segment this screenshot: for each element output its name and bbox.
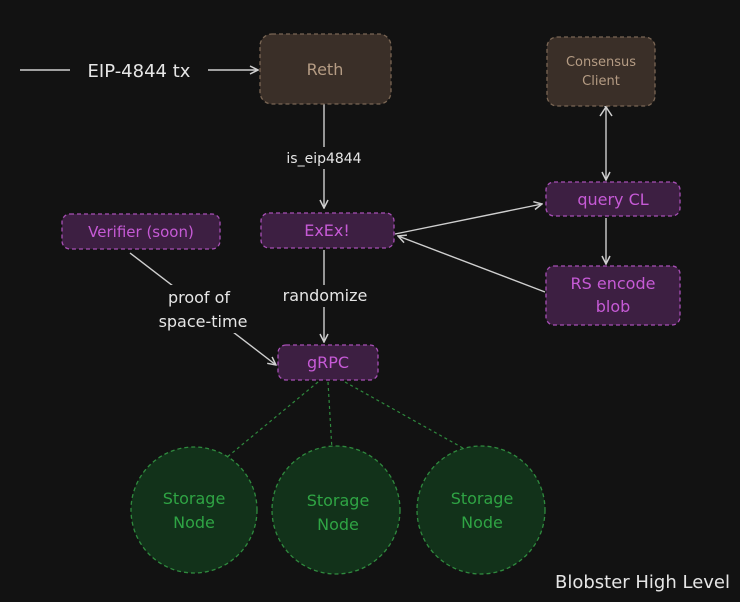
node-query-cl-label: query CL bbox=[577, 190, 648, 209]
link-grpc-storage2 bbox=[327, 381, 333, 451]
edge-exex-querycl bbox=[394, 204, 542, 235]
edge-label-proof-line1: proof of bbox=[168, 288, 230, 307]
label-mask-proof bbox=[150, 285, 260, 333]
node-storage-1-line1: Storage bbox=[163, 489, 226, 508]
node-verifier[interactable]: Verifier (soon) bbox=[61, 213, 221, 250]
node-storage-2[interactable]: Storage Node bbox=[271, 445, 401, 575]
node-grpc-label: gRPC bbox=[307, 353, 349, 372]
label-mask-randomize bbox=[275, 285, 375, 307]
edge-consensus-arrow-up bbox=[599, 105, 613, 117]
edge-label-randomize: randomize bbox=[283, 286, 368, 305]
edge-rsencode-exex bbox=[398, 236, 546, 293]
label-mask-is-eip4844 bbox=[276, 147, 372, 169]
node-storage-1-line2: Node bbox=[173, 513, 215, 532]
node-exex-label: ExEx! bbox=[304, 221, 350, 240]
node-storage-2-line2: Node bbox=[317, 515, 359, 534]
node-query-cl[interactable]: query CL bbox=[545, 181, 681, 217]
edge-label-eip4844-tx: EIP-4844 tx bbox=[88, 61, 191, 82]
link-grpc-storage1 bbox=[225, 381, 319, 459]
node-consensus-client[interactable]: Consensus Client bbox=[546, 36, 656, 107]
node-storage-3-line1: Storage bbox=[451, 489, 514, 508]
node-consensus-line2: Client bbox=[582, 74, 620, 89]
link-grpc-storage3 bbox=[344, 381, 471, 453]
node-reth[interactable]: Reth bbox=[259, 33, 392, 105]
node-storage-3-line2: Node bbox=[461, 513, 503, 532]
node-storage-1[interactable]: Storage Node bbox=[130, 446, 258, 574]
node-exex[interactable]: ExEx! bbox=[260, 212, 395, 249]
edge-label-is-eip4844: is_eip4844 bbox=[286, 151, 361, 167]
node-grpc[interactable]: gRPC bbox=[277, 344, 379, 381]
node-rs-encode-line1: RS encode bbox=[571, 274, 656, 293]
node-reth-label: Reth bbox=[307, 60, 344, 79]
edge-label-proof-line2: space-time bbox=[159, 312, 248, 331]
node-verifier-label: Verifier (soon) bbox=[88, 223, 194, 241]
label-mask-tx bbox=[70, 58, 208, 82]
node-rs-encode-line2: blob bbox=[596, 297, 631, 316]
node-storage-2-line1: Storage bbox=[307, 491, 370, 510]
node-rs-encode[interactable]: RS encode blob bbox=[545, 265, 681, 326]
diagram-title: Blobster High Level bbox=[555, 572, 730, 593]
node-consensus-line1: Consensus bbox=[566, 55, 636, 70]
node-storage-3[interactable]: Storage Node bbox=[416, 445, 546, 575]
